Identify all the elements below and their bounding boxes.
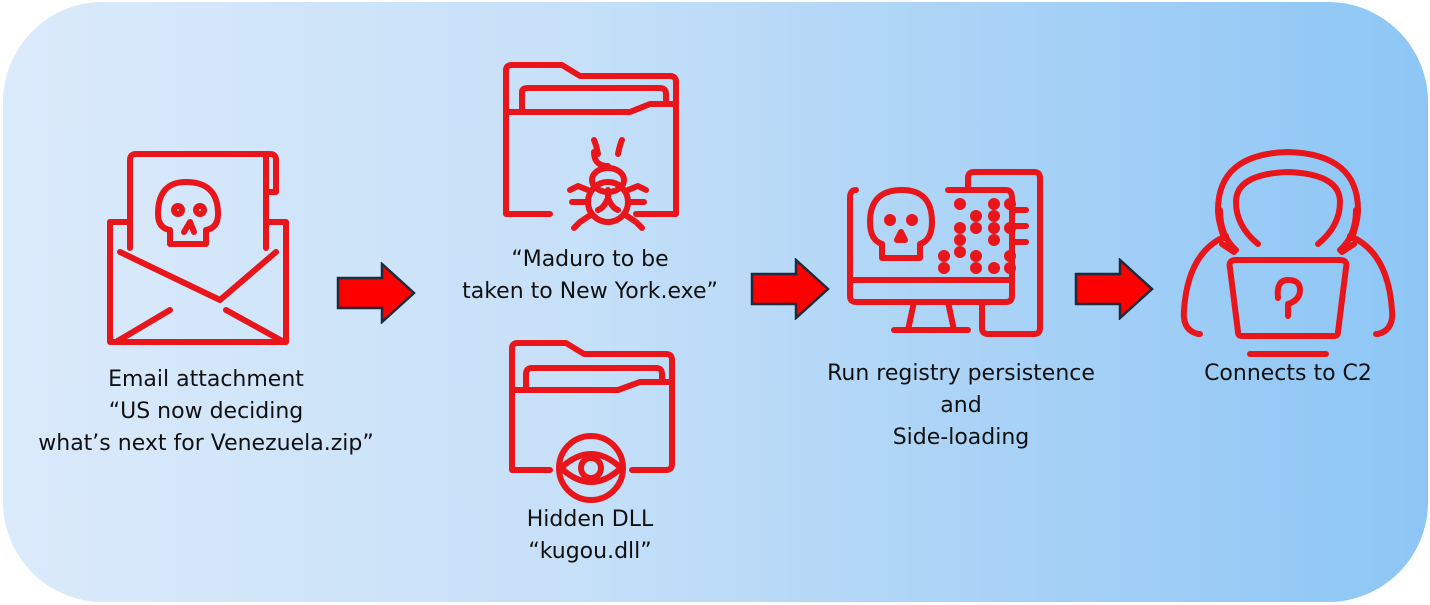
label-line: taken to New York.exe” <box>462 279 718 304</box>
label-line: “Maduro to be <box>511 247 669 272</box>
diagram-background <box>3 2 1428 602</box>
label-line: Email attachment <box>108 367 304 392</box>
arrow-right-icon <box>336 261 416 325</box>
folder-bug-icon <box>500 62 680 232</box>
step-c2-label: Connects to C2 <box>1168 358 1408 390</box>
step-exe-label: “Maduro to be taken to New York.exe” <box>440 244 740 308</box>
email-skull-icon <box>107 151 289 345</box>
label-line: and <box>940 393 982 418</box>
arrow-right-icon <box>750 257 830 321</box>
hacker-laptop-icon <box>1178 140 1398 357</box>
label-line: Hidden DLL <box>526 507 654 532</box>
label-line: Connects to C2 <box>1204 361 1372 386</box>
step-dll-label: Hidden DLL “kugou.dll” <box>470 504 710 568</box>
computer-skull-icon <box>847 169 1048 340</box>
label-line: “US now deciding <box>108 399 304 424</box>
step-persistence-label: Run registry persistence and Side-loadin… <box>800 358 1122 454</box>
label-line: “kugou.dll” <box>528 539 652 564</box>
step-email-label: Email attachment “US now deciding what’s… <box>20 364 392 460</box>
label-line: Side-loading <box>892 425 1030 450</box>
arrow-right-icon <box>1074 257 1154 321</box>
label-line: what’s next for Venezuela.zip” <box>38 431 374 456</box>
folder-eye-icon <box>506 340 676 506</box>
label-line: Run registry persistence <box>827 361 1095 386</box>
